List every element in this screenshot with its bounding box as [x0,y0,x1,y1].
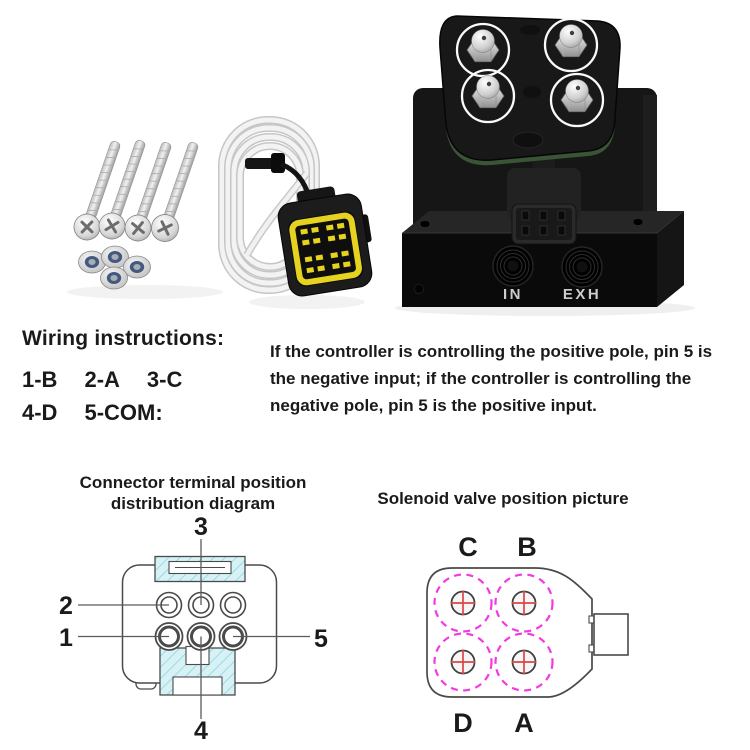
wiring-harness-photo [218,116,373,309]
connector-diagram-title: Connector terminal position distribution… [68,472,318,514]
white-ring [543,17,599,73]
solenoid-position-diagram: C B D A [426,532,629,738]
plate-recess [520,25,540,35]
controller-polarity-note: If the controller is controlling the pos… [270,338,750,419]
position-label-D: D [453,708,473,738]
position-label-B: B [517,532,537,562]
valve-connector-socket [507,158,581,245]
plate-recess [512,131,544,149]
valve-body-edge [643,95,657,235]
solenoid-valve-photo: IN EXH [395,15,695,316]
crosshair-icon [511,649,537,675]
bolt-hole [419,220,431,228]
connector-diagram-title-line1: Connector terminal position [79,473,307,492]
pin-map-3c: 3-C [146,367,183,392]
zip-tie [245,153,312,200]
acorn-dome [471,29,495,53]
crosshair-icon [450,649,476,675]
lock-nut [100,266,128,290]
pin-label-4: 4 [194,717,208,745]
exh-port [561,246,603,288]
acorn-dome [565,79,589,103]
connector-tab [588,613,629,656]
solenoid-position-C [433,573,493,633]
position-label-C: C [458,532,478,562]
solenoid-position-A [494,632,554,692]
valve-fitting [543,17,599,73]
solenoid-position-D [433,632,493,692]
pin-label-2: 2 [59,592,73,620]
acorn-dome [559,24,583,48]
pin-label-1: 1 [59,624,73,652]
pin-map-4d: 4-D [22,400,58,425]
valve-fitting [460,68,516,124]
solenoid-position-B [494,573,554,633]
phillips-cross-icon [80,220,94,234]
white-ring [549,72,605,128]
connector-terminal-diagram: 3 2 1 5 4 [59,513,328,745]
socket-pins [521,210,566,236]
note-line: the negative input; if the controller is… [270,369,692,388]
pin-map-2a: 2-A [84,367,120,392]
photo-shadow [67,285,223,299]
phillips-cross-icon [157,220,173,236]
screw [151,142,199,242]
leader-lines [78,539,310,719]
in-port [492,245,534,287]
valve-fitting [549,72,605,128]
crosshair-icon [511,590,537,616]
in-port-label: IN [503,286,523,303]
wiring-pin-row-2: 4-D 5-COM: [22,400,163,426]
screws-and-nuts-photo [67,140,223,299]
pin-map-5com: 5-COM: [84,400,163,425]
note-line: negative pole, pin 5 is the positive inp… [270,396,597,415]
connector-diagram-title-line2: distribution diagram [110,494,276,513]
bolt-hole [632,218,644,226]
screw [73,141,121,241]
top-latch-tab [154,555,246,583]
pin-label-5: 5 [314,625,328,653]
pin-map-1b: 1-B [22,367,58,392]
solenoid-diagram-title: Solenoid valve position picture [377,489,629,508]
exh-port-label: EXH [563,286,601,303]
valve-outline [426,567,593,698]
photo-shadow [249,295,365,309]
connector-plug [277,186,373,297]
connector-terminals [300,222,351,274]
white-ring [460,68,516,124]
bottom-keying-tab [159,645,236,696]
white-ring [455,22,511,78]
position-label-A: A [514,708,534,738]
wiring-instructions-title: Wiring instructions: [22,327,225,350]
wiring-pin-row-1: 1-B 2-A 3-C [22,367,182,393]
screw [124,142,172,242]
valve-fitting [455,22,511,78]
lock-nut [78,250,106,274]
plate-recess [523,86,541,98]
pin-label-3: 3 [194,513,208,541]
note-line: If the controller is controlling the pos… [270,342,713,361]
pin-cavities-top-row [155,591,247,619]
screw [98,140,146,240]
acorn-dome [476,75,500,99]
phillips-cross-icon [104,218,120,234]
solenoid-positions [433,573,554,692]
connector-yellow-seal [289,212,362,286]
bolt-hole [414,284,424,294]
crosshair-icon [450,590,476,616]
phillips-cross-icon [131,221,145,235]
lock-nut [123,255,151,279]
